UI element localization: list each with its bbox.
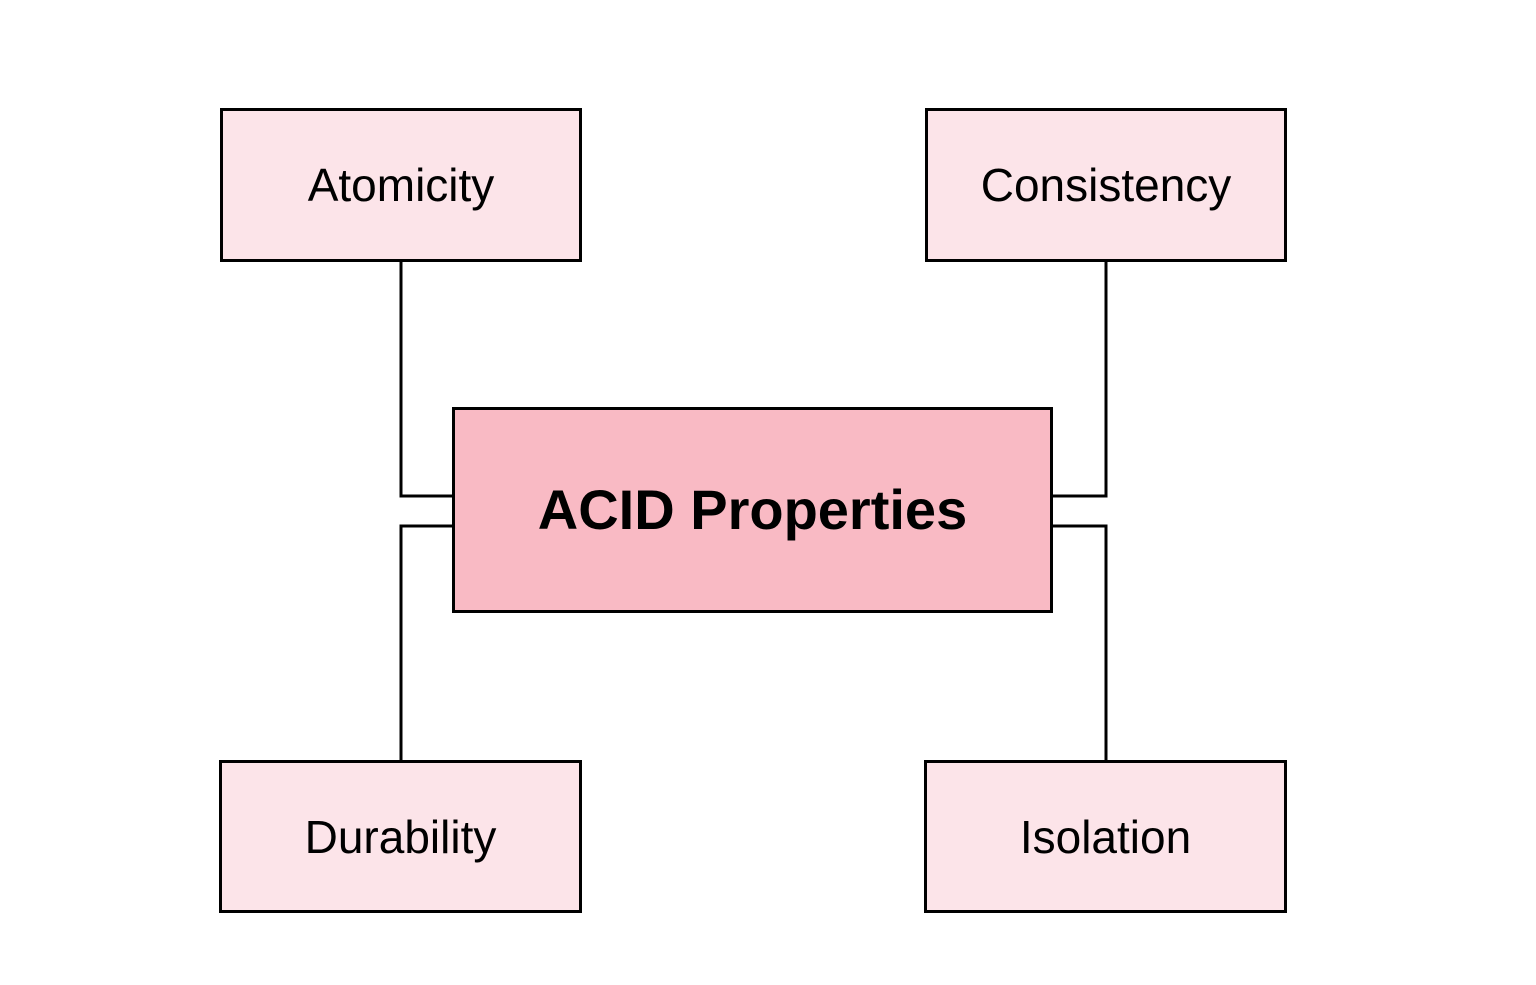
node-durability: Durability: [219, 760, 582, 913]
node-durability-label: Durability: [304, 810, 497, 863]
node-isolation-label: Isolation: [1019, 810, 1192, 863]
connector-consistency-center: [1053, 262, 1108, 498]
node-atomicity: Atomicity: [220, 108, 582, 262]
connector-center-isolation: [1053, 524, 1108, 760]
node-consistency: Consistency: [925, 108, 1287, 262]
node-consistency-label: Consistency: [980, 159, 1232, 211]
connector-center-durability: [399, 524, 452, 760]
node-atomicity-label: Atomicity: [307, 159, 495, 211]
connector-atomicity-center: [399, 262, 452, 498]
node-acid-properties: ACID Properties: [452, 407, 1053, 613]
node-isolation: Isolation: [924, 760, 1287, 913]
node-acid-properties-label: ACID Properties: [537, 478, 968, 541]
